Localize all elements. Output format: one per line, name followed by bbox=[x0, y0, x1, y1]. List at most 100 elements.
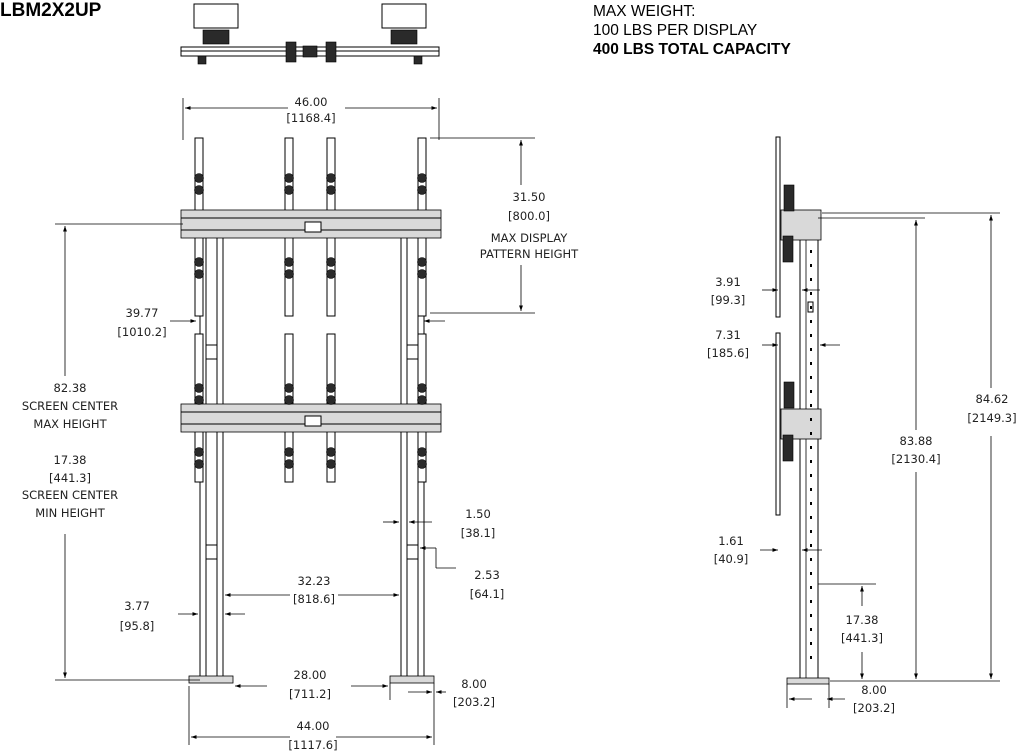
arm-knob bbox=[194, 383, 204, 393]
arm-knob bbox=[194, 185, 204, 195]
column-hole bbox=[810, 558, 812, 561]
column-hole bbox=[810, 418, 812, 421]
column-hole bbox=[810, 488, 812, 491]
column-gap-in: 2.53 bbox=[474, 568, 500, 582]
column-hole bbox=[810, 432, 812, 435]
arm-knob bbox=[194, 395, 204, 405]
weight-heading: MAX WEIGHT: bbox=[593, 3, 695, 20]
arm-knob bbox=[417, 447, 427, 457]
front-view-dimension-lines bbox=[55, 98, 535, 745]
side-view-dimension-lines bbox=[760, 212, 1000, 708]
center-min-in: 17.38 bbox=[54, 453, 87, 467]
column-hole bbox=[810, 348, 812, 351]
arm-knob bbox=[326, 173, 336, 183]
arm-knob bbox=[284, 257, 294, 267]
bottom-depth-in: 1.61 bbox=[718, 534, 744, 548]
top-view-illustration bbox=[180, 3, 440, 65]
arm-knob bbox=[194, 447, 204, 457]
column-hole bbox=[810, 530, 812, 533]
overall-width-in: 46.00 bbox=[295, 95, 328, 109]
column-hole bbox=[810, 334, 812, 337]
column-hole bbox=[810, 600, 812, 603]
arm-knob bbox=[194, 257, 204, 267]
base-overall-mm: [1117.6] bbox=[288, 738, 337, 752]
column-hole bbox=[810, 460, 812, 463]
column-hole bbox=[810, 250, 812, 253]
top-depth-in: 3.91 bbox=[715, 275, 741, 289]
upright-spacing-mm: [1010.2] bbox=[117, 325, 166, 339]
pattern-height-label-1: MAX DISPLAY bbox=[491, 231, 568, 245]
column-height-mm: [2130.4] bbox=[891, 452, 940, 466]
column-hole bbox=[810, 306, 812, 309]
display-depth-in: 7.31 bbox=[715, 328, 741, 342]
foot-depth-in: 8.00 bbox=[861, 683, 887, 697]
base-inner-in: 28.00 bbox=[294, 668, 327, 682]
column-hole bbox=[810, 404, 812, 407]
center-max-label-1: SCREEN CENTER bbox=[22, 399, 118, 413]
arm-knob bbox=[326, 257, 336, 267]
arm-knob bbox=[326, 459, 336, 469]
arm-knob bbox=[417, 269, 427, 279]
arm-knob bbox=[417, 257, 427, 267]
foot-depth-mm: [203.2] bbox=[853, 701, 895, 715]
weight-per-display: 100 LBS PER DISPLAY bbox=[593, 22, 757, 39]
arm-knob bbox=[417, 185, 427, 195]
column-width-mm: [38.1] bbox=[461, 526, 496, 540]
arm-knob bbox=[284, 173, 294, 183]
arm-knob bbox=[417, 383, 427, 393]
foot-width-mm: [203.2] bbox=[453, 695, 495, 709]
arm-knob bbox=[326, 395, 336, 405]
column-hole bbox=[810, 362, 812, 365]
column-hole bbox=[810, 572, 812, 575]
arm-hardware bbox=[194, 173, 427, 469]
arm-knob bbox=[326, 269, 336, 279]
total-height-mm: [2149.3] bbox=[967, 411, 1016, 425]
top-depth-mm: [99.3] bbox=[711, 293, 746, 307]
pattern-height-mm: [800.0] bbox=[508, 209, 550, 223]
base-inner-mm: [711.2] bbox=[289, 687, 331, 701]
column-hole bbox=[810, 446, 812, 449]
arm-knob bbox=[326, 383, 336, 393]
center-max-in: 82.38 bbox=[54, 381, 87, 395]
column-hole bbox=[810, 474, 812, 477]
arm-knob bbox=[417, 395, 427, 405]
column-hole bbox=[810, 502, 812, 505]
column-hole bbox=[810, 320, 812, 323]
min-center-mm: [441.3] bbox=[841, 631, 883, 645]
column-adjustment-holes bbox=[810, 250, 812, 659]
total-height-in: 84.62 bbox=[976, 392, 1009, 406]
arm-knob bbox=[194, 459, 204, 469]
arm-knob bbox=[194, 173, 204, 183]
inner-span-mm: [818.6] bbox=[293, 592, 335, 606]
inner-span-in: 32.23 bbox=[298, 574, 331, 588]
arm-knob bbox=[284, 269, 294, 279]
front-view-illustration bbox=[180, 137, 442, 684]
bottom-depth-mm: [40.9] bbox=[714, 552, 749, 566]
column-hole bbox=[810, 544, 812, 547]
arm-knob bbox=[284, 447, 294, 457]
center-max-label-2: MAX HEIGHT bbox=[33, 417, 107, 431]
center-min-label-2: MIN HEIGHT bbox=[35, 506, 105, 520]
column-hole bbox=[810, 642, 812, 645]
arm-knob bbox=[284, 459, 294, 469]
upright-offset-in: 3.77 bbox=[124, 599, 150, 613]
upright-offset-mm: [95.8] bbox=[120, 619, 155, 633]
column-hole bbox=[810, 376, 812, 379]
base-overall-in: 44.00 bbox=[297, 719, 330, 733]
model-title: LBM2X2UP bbox=[0, 0, 102, 21]
display-depth-mm: [185.6] bbox=[707, 346, 749, 360]
column-hole bbox=[810, 292, 812, 295]
column-hole bbox=[810, 516, 812, 519]
column-hole bbox=[810, 614, 812, 617]
column-hole bbox=[810, 278, 812, 281]
arm-knob bbox=[417, 173, 427, 183]
min-center-in: 17.38 bbox=[846, 613, 879, 627]
center-min-label-1: SCREEN CENTER bbox=[22, 488, 118, 502]
front-view-dimension-text: 46.00 [1168.4] 31.50 [800.0] MAX DISPLAY… bbox=[22, 95, 579, 752]
column-gap-mm: [64.1] bbox=[470, 587, 505, 601]
pattern-height-label-2: PATTERN HEIGHT bbox=[480, 247, 579, 261]
arm-knob bbox=[417, 459, 427, 469]
column-hole bbox=[810, 656, 812, 659]
pattern-height-in: 31.50 bbox=[513, 190, 546, 204]
